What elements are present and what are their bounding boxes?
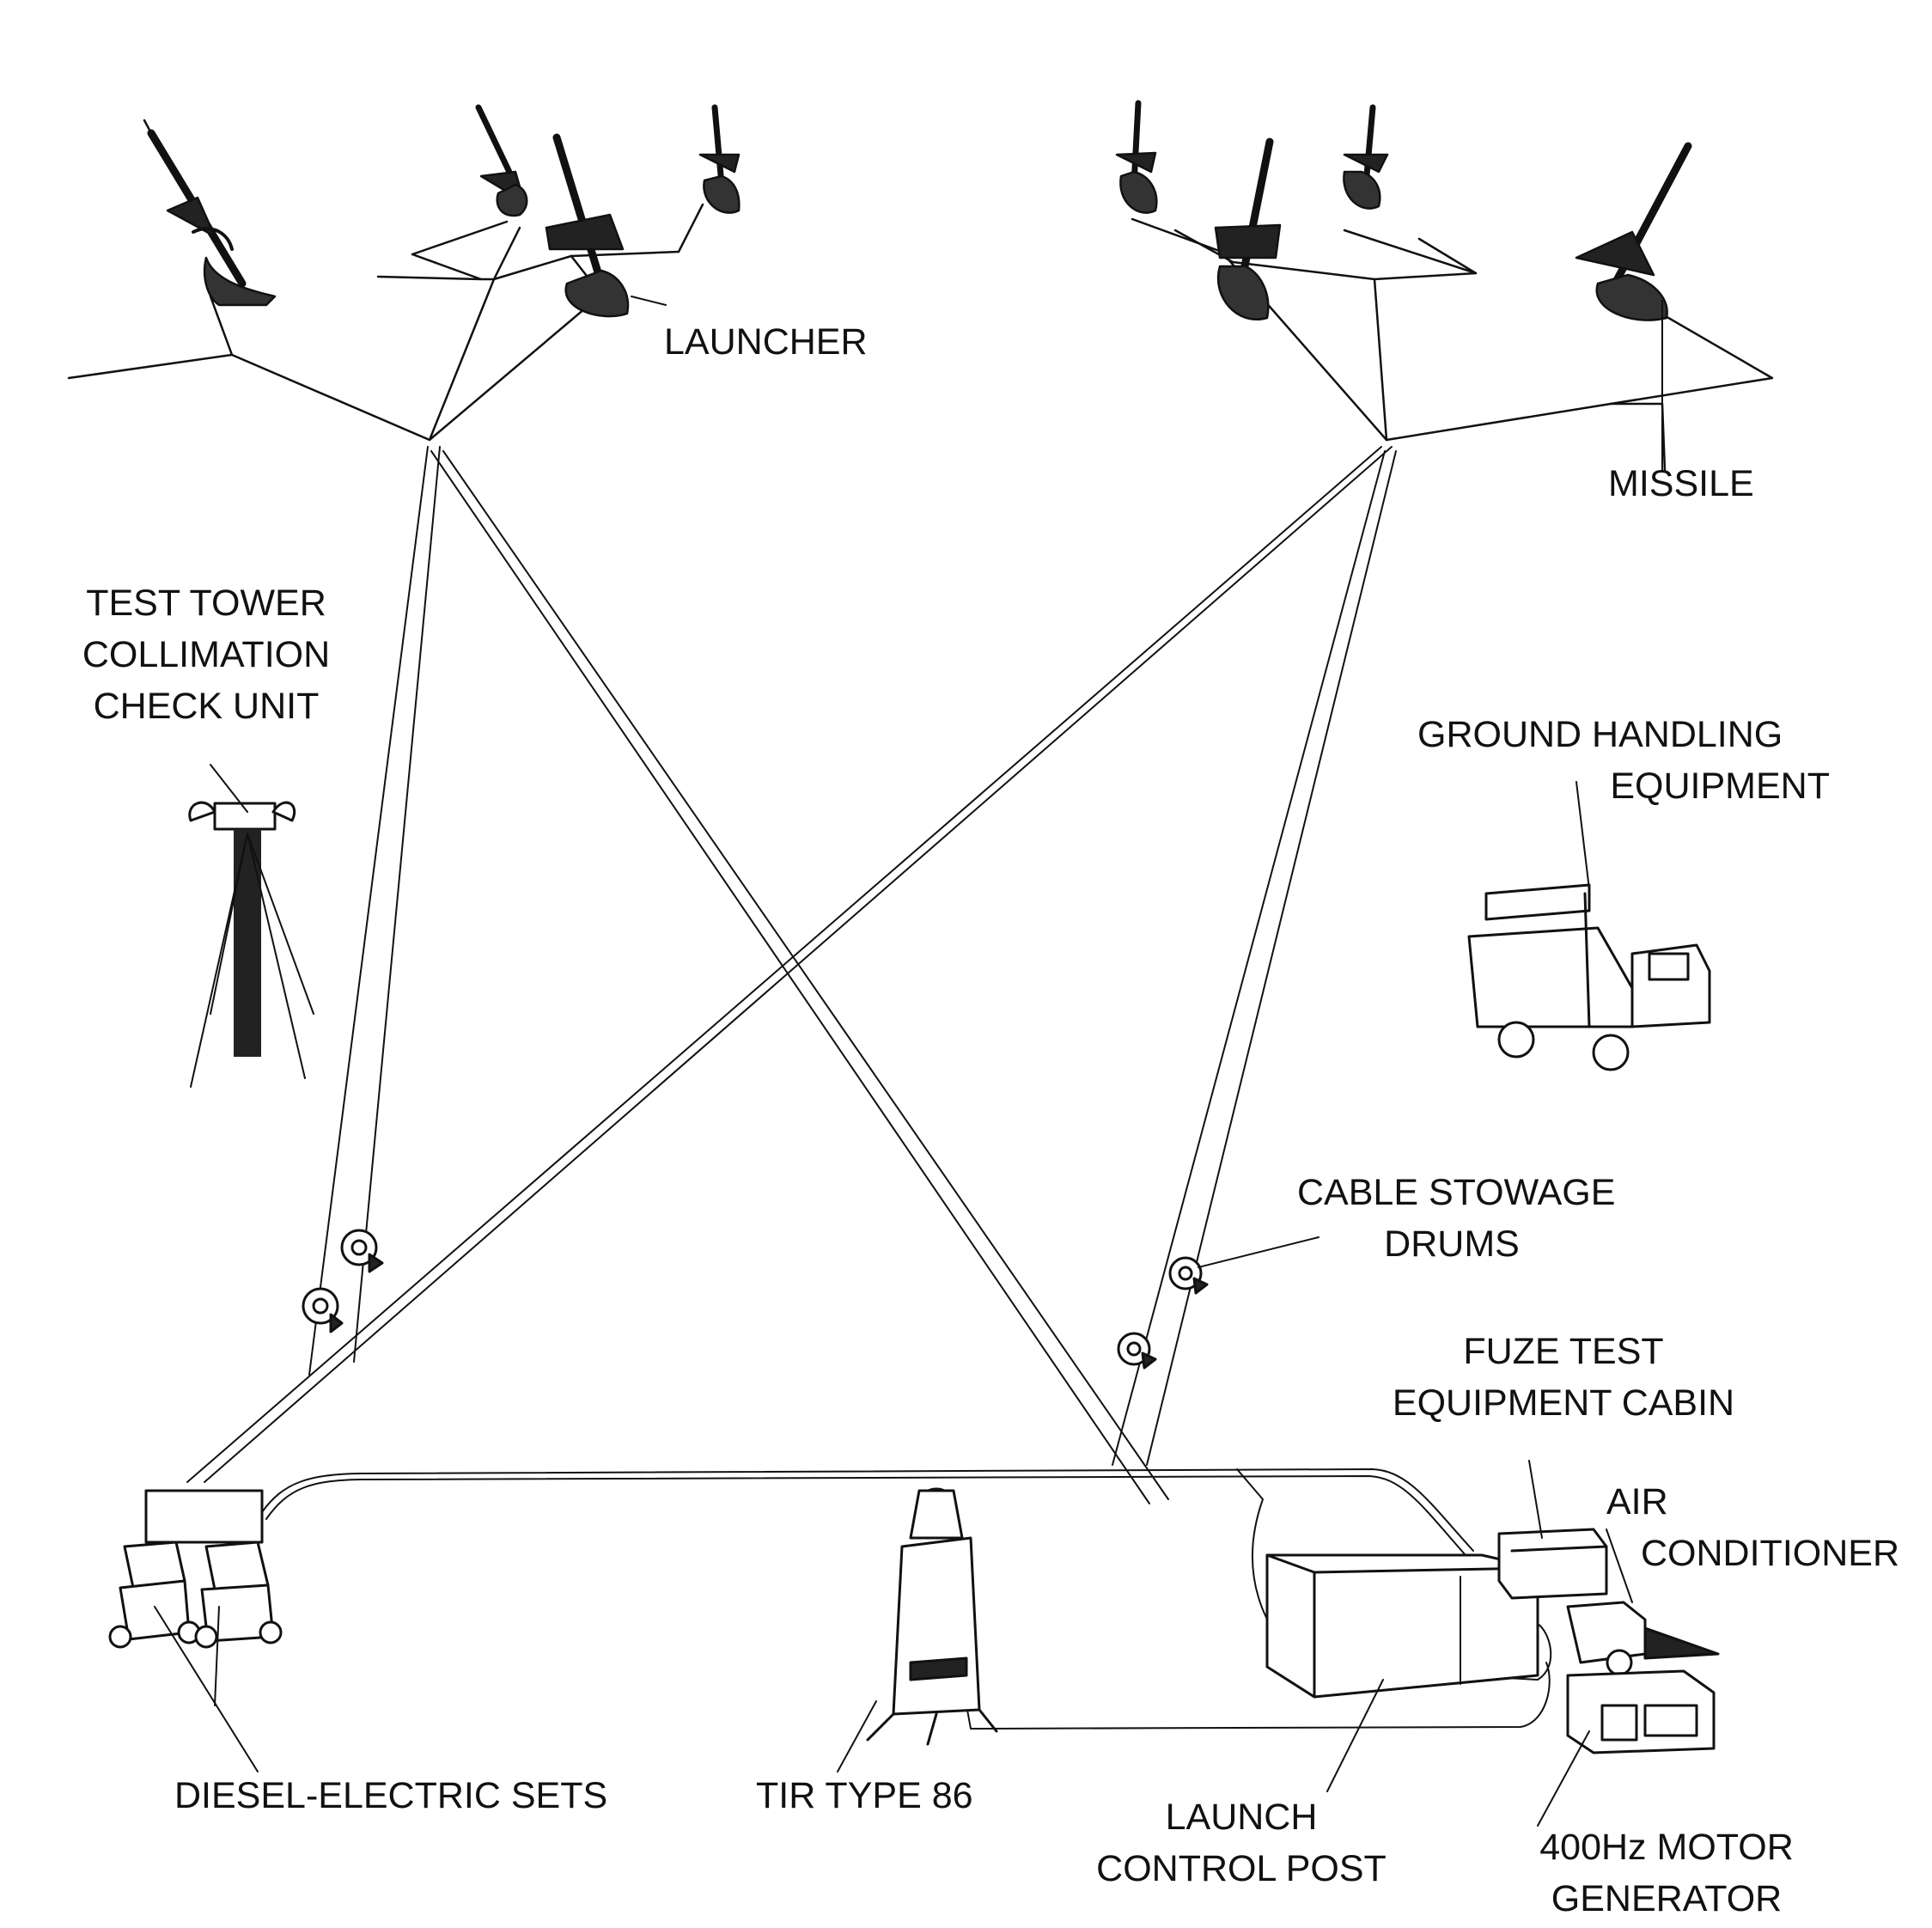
ground-handling-line-1: GROUND HANDLING [1417,714,1783,755]
cable-drums-line-2: DRUMS [1384,1223,1520,1265]
tir-label: TIR TYPE 86 [756,1775,973,1816]
test-tower-line-2: COLLIMATION [82,634,331,675]
motor-generator-label: 400Hz MOTOR GENERATOR [1529,1821,1804,1925]
cable-drums-right [1117,1236,1319,1370]
supply-cables [261,1468,1552,1730]
missile-launcher-7 [1343,104,1389,210]
test-tower [188,764,314,1088]
air-conditioner-label: AIR CONDITIONER [1606,1476,1899,1579]
missile-launcher-4 [698,104,740,214]
fuze-cabin-line-2: EQUIPMENT CABIN [1392,1382,1735,1424]
missile-launcher-6 [1214,137,1282,320]
motor-generator [1537,1669,1716,1827]
launch-control-label: LAUNCH CONTROL POST [1087,1791,1396,1894]
ground-handling-forklift [1467,781,1711,1071]
launcher-label: LAUNCHER [664,321,868,363]
missile-launcher-2 [475,104,528,217]
missile-launcher-5 [1115,100,1158,214]
fuze-cabin-label: FUZE TEST EQUIPMENT CABIN [1383,1326,1744,1429]
ground-handling-label: GROUND HANDLING EQUIPMENT [1409,709,1830,812]
fuze-cabin-line-1: FUZE TEST [1463,1331,1664,1372]
missile-launcher-8 [1575,142,1692,321]
cable-drums-line-1: CABLE STOWAGE [1297,1172,1616,1213]
test-tower-line-1: TEST TOWER [86,583,326,624]
missile-launcher-3 [545,133,630,318]
long-cable-runs [186,446,1397,1504]
launch-control-post [1265,1553,1539,1792]
tir-type-86 [837,1487,998,1772]
diesel-electric-sets [108,1489,283,1772]
cable-drums-left [302,1229,384,1333]
diesel-sets-label: DIESEL-ELECTRIC SETS [174,1775,608,1816]
missile-label: MISSILE [1608,463,1754,504]
motor-generator-line-1: 400Hz MOTOR [1539,1827,1794,1868]
ground-handling-line-2: EQUIPMENT [1610,766,1830,807]
air-conditioner [1566,1528,1720,1676]
test-tower-label: TEST TOWER COLLIMATION CHECK UNIT [77,577,335,732]
missile-launcher-1 [143,119,277,307]
launch-control-line-2: CONTROL POST [1096,1848,1387,1889]
fuze-test-cabin [1497,1460,1608,1600]
cable-drums-label: CABLE STOWAGE DRUMS [1297,1167,1616,1270]
air-conditioner-line-2: CONDITIONER [1641,1533,1899,1574]
test-tower-line-3: CHECK UNIT [93,686,320,727]
air-conditioner-line-1: AIR [1606,1481,1668,1522]
motor-generator-line-2: GENERATOR [1551,1878,1783,1919]
launch-control-line-1: LAUNCH [1165,1797,1318,1838]
